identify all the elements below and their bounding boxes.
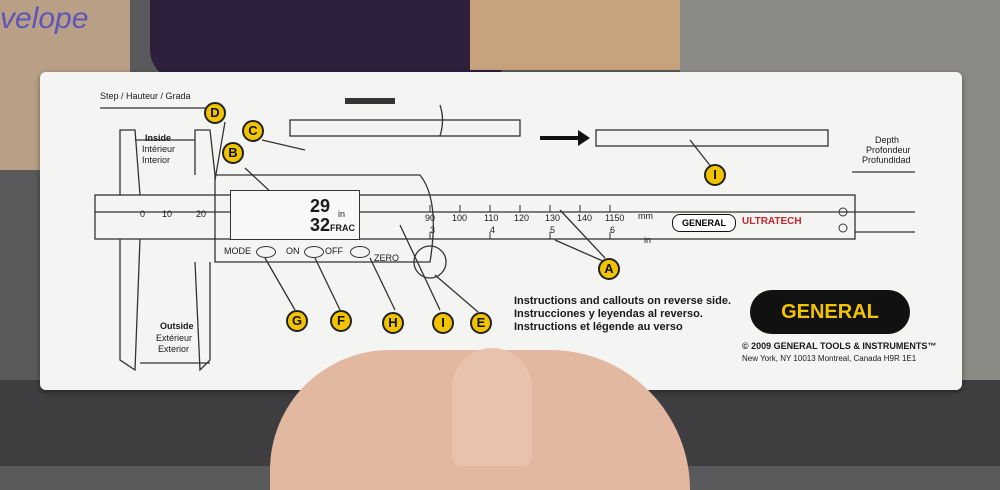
callout-i-top: I — [704, 164, 726, 186]
box-label: velope — [0, 2, 89, 35]
instruction-es: Instrucciones y leyendas al reverso. — [514, 308, 703, 320]
instruction-en: Instructions and callouts on reverse sid… — [514, 295, 732, 307]
general-small-logo: GENERAL — [672, 214, 736, 232]
callout-f: F — [330, 310, 352, 332]
callout-c: C — [242, 120, 264, 142]
purple-bag — [150, 0, 510, 80]
cardboard-panel — [470, 0, 720, 70]
inch-tick: 4 — [490, 225, 496, 235]
display-denominator: 32 — [310, 215, 331, 235]
on-off-button-drawing — [304, 246, 324, 258]
jaw-tick: 10 — [162, 209, 173, 219]
depth-label-es: Profundidad — [862, 155, 911, 165]
zero-button-drawing — [350, 246, 370, 258]
scale-tick: 110 — [484, 213, 499, 223]
display-unit: in — [338, 209, 346, 219]
inch-tick: 6 — [610, 225, 616, 235]
callout-g: G — [286, 310, 308, 332]
lcd-display — [230, 190, 360, 240]
ultratech-logo: ULTRATECH — [742, 216, 802, 227]
scale-tick: 100 — [452, 213, 468, 223]
mm-unit: mm — [638, 211, 653, 221]
depth-label-fr: Profondeur — [866, 145, 911, 155]
callout-e: E — [470, 312, 492, 334]
display-numerator: 29 — [310, 196, 331, 216]
step-label: Step / Hauteur / Grada — [100, 91, 191, 101]
callout-i: I — [432, 312, 454, 334]
copyright: © 2009 GENERAL TOOLS & INSTRUMENTS™ — [742, 341, 937, 351]
scale-tick: 1150 — [605, 213, 625, 223]
outside-label: Outside — [160, 321, 194, 331]
thumb — [452, 348, 532, 466]
instruction-fr: Instructions et légende au verso — [514, 321, 683, 333]
inside-label-fr: Intérieur — [142, 144, 176, 154]
display-mode: FRAC — [330, 223, 355, 233]
scale-tick: 140 — [577, 213, 593, 223]
scale-tick: 120 — [514, 213, 530, 223]
callout-b: B — [222, 142, 244, 164]
inside-label-es: Interior — [142, 155, 171, 165]
callout-d: D — [204, 102, 226, 124]
on-label: ON — [286, 246, 300, 256]
jaw-tick: 0 — [140, 209, 146, 219]
outside-label-es: Exterior — [158, 344, 190, 354]
inside-label: Inside — [145, 133, 172, 143]
callout-h: H — [382, 312, 404, 334]
callout-a: A — [598, 258, 620, 280]
instruction-card — [40, 72, 962, 390]
depth-label: Depth — [875, 135, 900, 145]
outside-label-fr: Extérieur — [156, 333, 193, 343]
inch-tick: 3 — [430, 225, 436, 235]
inch-tick: 5 — [550, 225, 556, 235]
mode-label: MODE — [224, 246, 251, 256]
jaw-tick: 20 — [196, 209, 207, 219]
mode-button-drawing — [256, 246, 276, 258]
address: New York, NY 10013 Montreal, Canada H9R … — [742, 354, 917, 363]
scale-tick: 130 — [545, 213, 561, 223]
inch-unit: in — [644, 235, 652, 245]
off-label: OFF — [325, 246, 343, 256]
zero-label: ZERO — [374, 253, 400, 263]
caliper-diagram — [94, 98, 915, 372]
scale-tick: 90 — [425, 213, 436, 223]
general-big-logo: GENERAL — [750, 290, 910, 334]
